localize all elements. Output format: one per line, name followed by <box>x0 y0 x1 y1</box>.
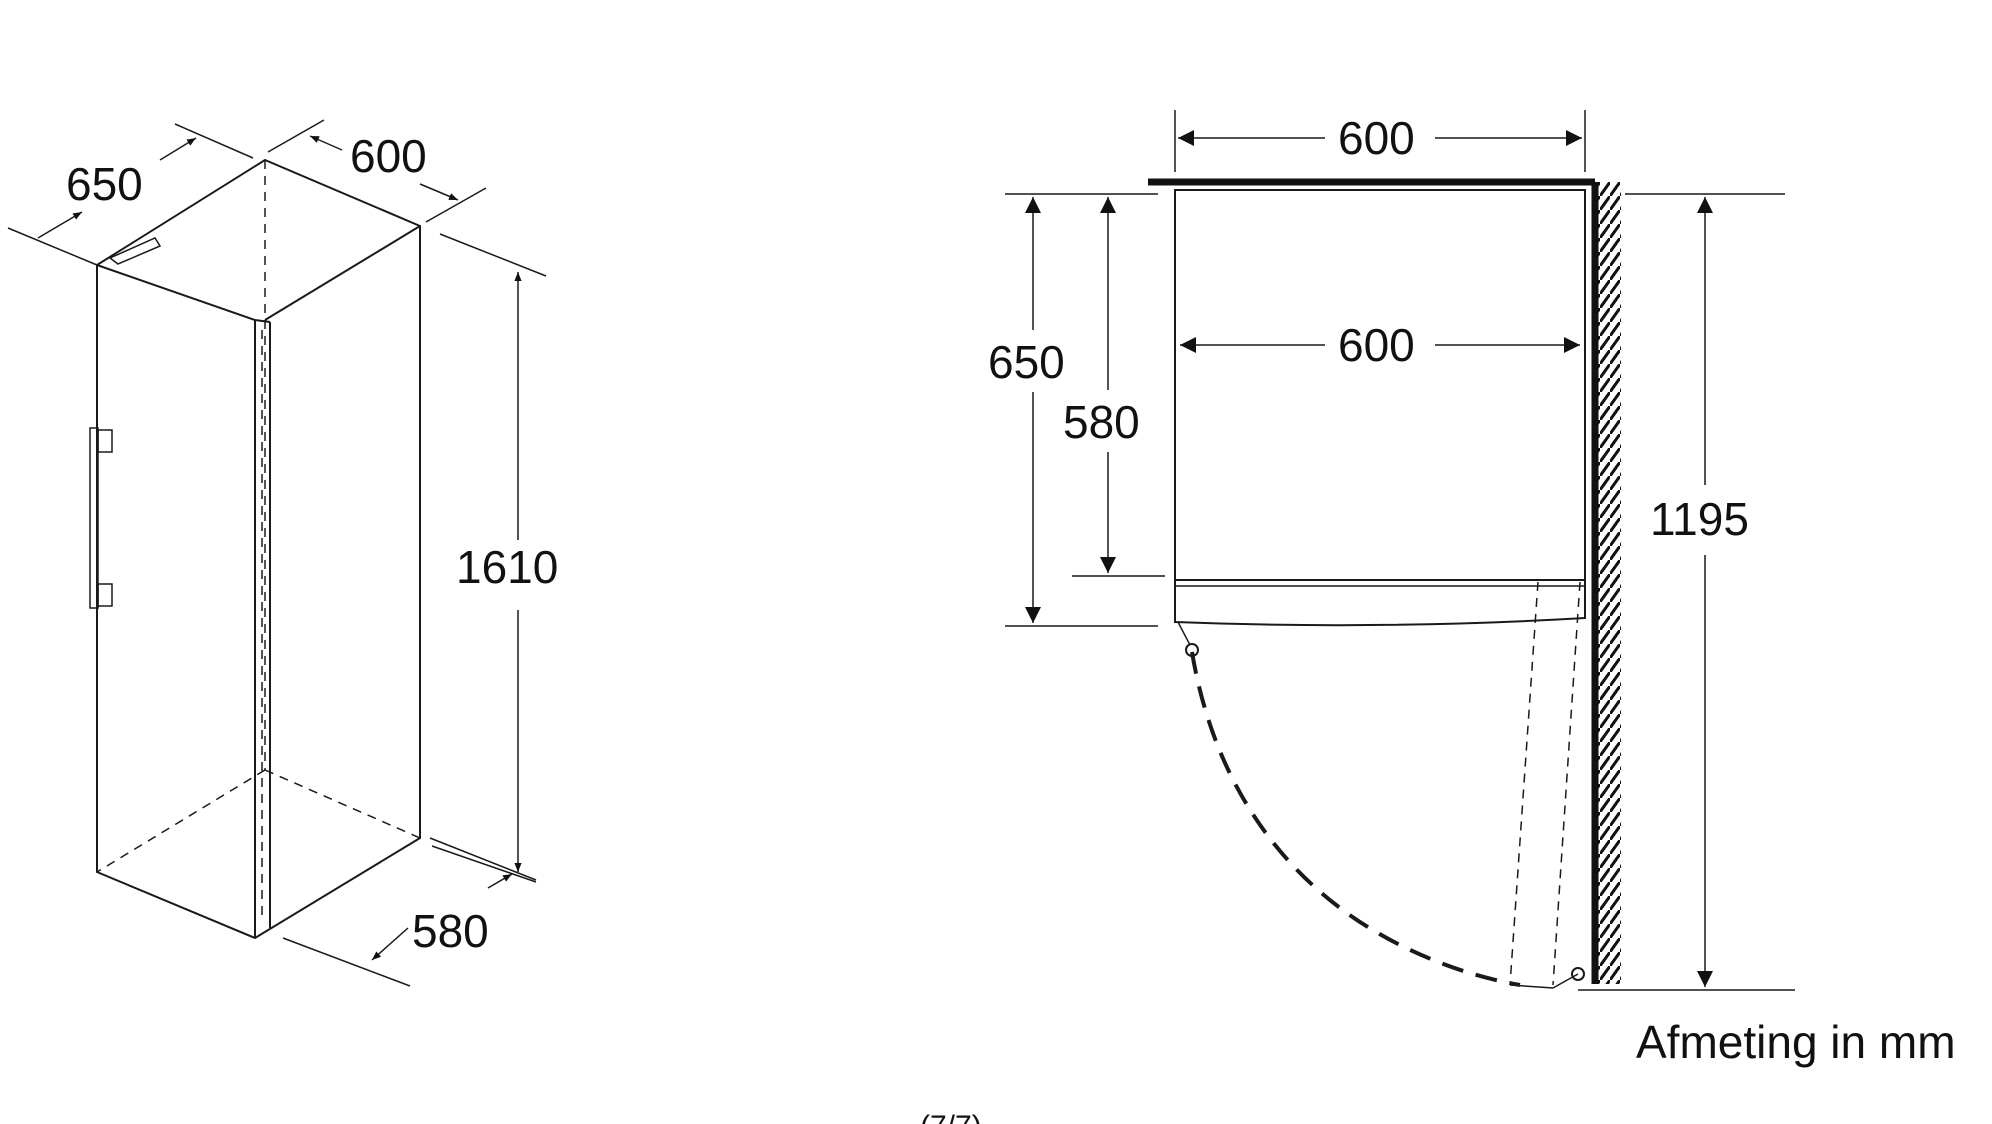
plan-width-top-label: 600 <box>1338 112 1415 164</box>
door-swing-arc <box>1190 651 1521 987</box>
iso-depth-dimension: 650 <box>7 123 254 266</box>
plan-body-depth-dimension: 580 <box>1063 197 1165 577</box>
plan-width-top-dimension: 600 <box>1174 110 1586 172</box>
appliance-body-outline <box>96 158 421 940</box>
hinge-points <box>1177 621 1585 981</box>
iso-height-dimension: 1610 <box>429 233 558 881</box>
hidden-edges <box>96 160 421 920</box>
plan-body-depth-label: 580 <box>1063 396 1140 448</box>
top-hinge-detail <box>108 237 162 265</box>
plan-width-inner-dimension: 600 <box>1180 319 1580 371</box>
plan-door-open-dimension: 1195 <box>1578 193 1795 991</box>
iso-depth-label: 650 <box>66 158 143 210</box>
iso-width-dimension: 600 <box>267 119 487 223</box>
plan-depth-label: 650 <box>988 336 1065 388</box>
plan-width-inner-label: 600 <box>1338 319 1415 371</box>
plan-view: 600 600 650 580 1195 <box>988 110 1795 991</box>
iso-body-depth-label: 580 <box>412 905 489 957</box>
plan-depth-dimension: 650 <box>988 193 1158 627</box>
isometric-view: 650 600 1610 580 <box>7 119 558 987</box>
iso-height-label: 1610 <box>456 541 558 593</box>
page-indicator: (7/7) <box>920 1110 982 1124</box>
cabinet-body <box>1174 189 1586 627</box>
iso-body-depth-dimension: 580 <box>282 845 537 987</box>
door-handle <box>89 427 113 609</box>
plan-door-open-label: 1195 <box>1650 493 1749 545</box>
iso-width-label: 600 <box>350 130 427 182</box>
hatched-wall <box>1595 182 1621 984</box>
open-door-outline <box>1509 581 1581 989</box>
unit-note: Afmeting in mm <box>1636 1016 1956 1068</box>
